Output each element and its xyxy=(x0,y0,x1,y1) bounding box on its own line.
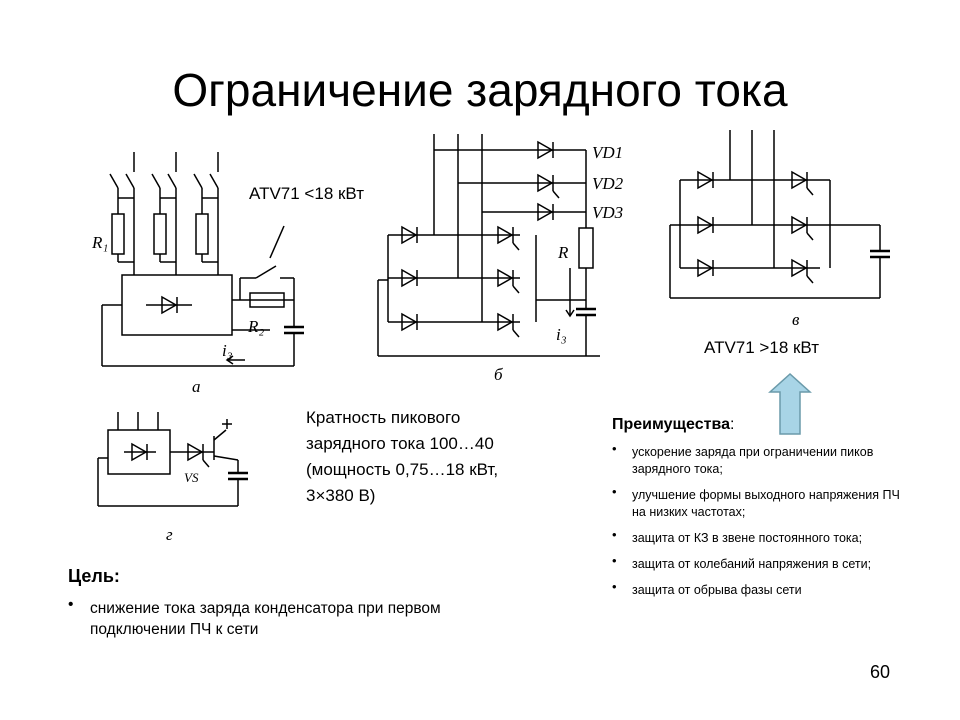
ratio-line: 3×380 В) xyxy=(306,486,376,505)
ratio-text: Кратность пикового зарядного тока 100…40… xyxy=(306,405,586,509)
vd3-label: VD3 xyxy=(592,203,623,222)
page-number: 60 xyxy=(870,662,891,682)
ratio-line: зарядного тока 100…40 xyxy=(306,434,494,453)
list-item: защита от колебаний напряжения в сети; xyxy=(612,552,912,573)
vd1-label: VD1 xyxy=(592,143,623,162)
list-item: защита от КЗ в звене постоянного тока; xyxy=(612,526,912,547)
i3-label-a: i₃ xyxy=(222,341,233,360)
r2-label: R₂ xyxy=(247,317,264,336)
goal-text: снижение тока заряда конденсатора при пе… xyxy=(68,594,460,640)
up-arrow-icon xyxy=(768,372,812,435)
advantages-heading: Преимущества: xyxy=(612,416,734,434)
list-item: улучшение формы выходного напряжения ПЧ … xyxy=(612,483,912,521)
advantages-colon: : xyxy=(729,416,735,433)
goal-heading: Цель: xyxy=(68,566,120,586)
diagram-a xyxy=(101,152,306,367)
diagram-b xyxy=(377,134,600,357)
list-item: защита от обрыва фазы сети xyxy=(612,578,912,599)
caption-v: в xyxy=(792,310,800,329)
diagram-g xyxy=(97,412,250,507)
caption-a: а xyxy=(192,377,201,396)
list-item: ускорение заряда при ограничении пиков з… xyxy=(612,440,912,478)
atv71-small-note: ATV71 <18 кВт xyxy=(249,184,364,203)
advantages-list: ускорение заряда при ограничении пиков з… xyxy=(612,440,912,608)
r1-label: R₁ xyxy=(91,233,108,252)
vd2-label: VD2 xyxy=(592,174,624,193)
caption-g: г xyxy=(166,525,173,544)
page-title: Ограничение зарядного тока xyxy=(172,64,788,116)
ratio-line: (мощность 0,75…18 кВт, xyxy=(306,460,499,479)
r-label: R xyxy=(557,243,569,262)
advantages-heading-text: Преимущества xyxy=(612,416,730,433)
ratio-line: Кратность пикового xyxy=(306,408,461,427)
i3-label-b: i₃ xyxy=(556,325,567,344)
diagram-v xyxy=(669,130,892,299)
atv71-large-note: ATV71 >18 кВт xyxy=(704,338,819,357)
caption-b: б xyxy=(494,365,503,384)
vs-label: VS xyxy=(184,470,199,485)
